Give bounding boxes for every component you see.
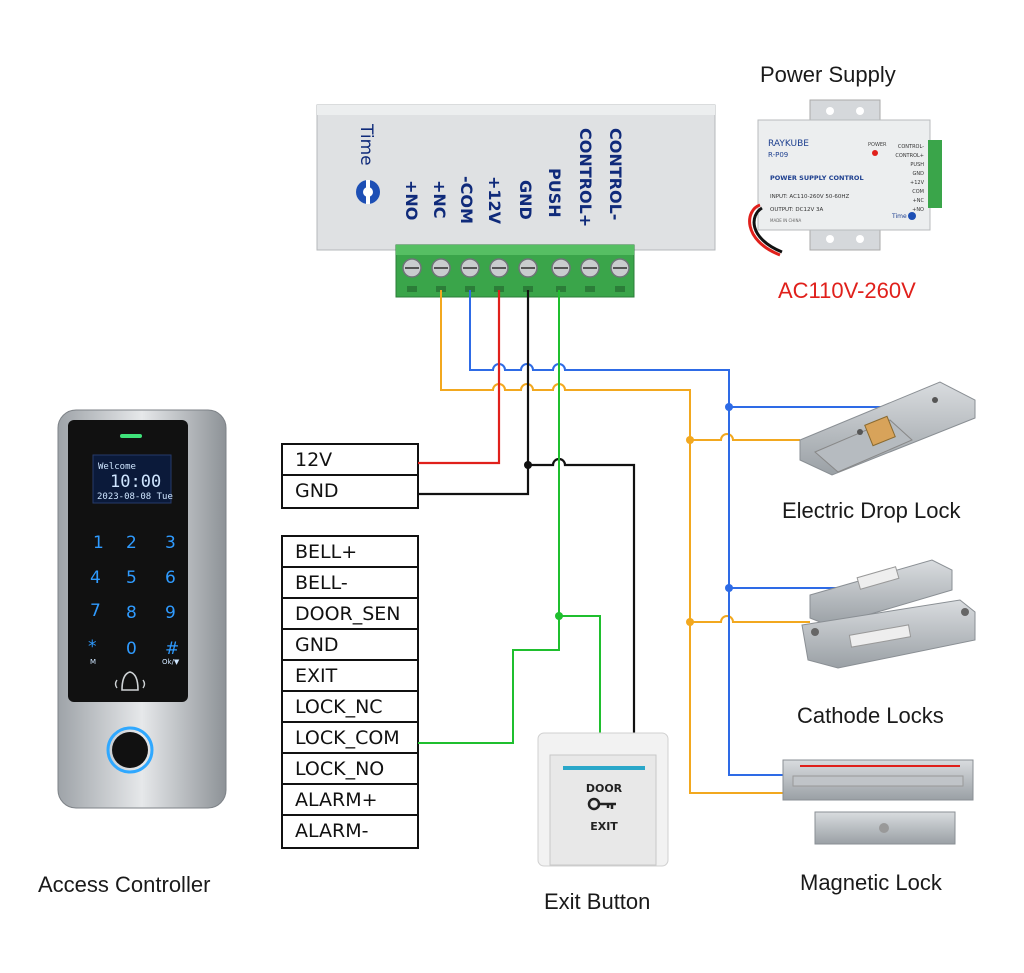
electric-drop-lock bbox=[799, 381, 976, 476]
terminal-label: CONTROL+ bbox=[576, 128, 595, 227]
key-icon bbox=[587, 797, 616, 811]
terminal-label: PUSH bbox=[910, 162, 924, 168]
model-text: R-P09 bbox=[768, 151, 788, 159]
table-row: BELL- bbox=[283, 568, 417, 599]
terminal-label: CONTROL- bbox=[606, 128, 625, 220]
table-row: GND bbox=[295, 480, 339, 502]
terminal-block bbox=[395, 244, 635, 298]
magnetic-lock bbox=[782, 759, 974, 845]
key-8[interactable]: 8 bbox=[126, 603, 137, 623]
table-row: 12V bbox=[283, 445, 417, 476]
electric-drop-lock-title: Electric Drop Lock bbox=[782, 498, 961, 523]
power-supply-title: Power Supply bbox=[760, 62, 896, 87]
exit-button[interactable]: DOOR EXIT bbox=[537, 732, 669, 867]
terminal-label: GND bbox=[913, 171, 925, 177]
keypad-keys: 1 2 3 4 5 6 7 8 9 * 0 # M Ok/▼ bbox=[88, 533, 180, 666]
terminal-label: +12V bbox=[910, 180, 925, 186]
terminal-label: GND bbox=[516, 180, 535, 220]
key-5[interactable]: 5 bbox=[126, 568, 137, 588]
power-terminal-table: 12V GND bbox=[281, 443, 419, 509]
key-hash-sub: Ok/▼ bbox=[162, 658, 180, 666]
table-row: LOCK_COM bbox=[283, 723, 417, 754]
key-6[interactable]: 6 bbox=[165, 568, 176, 588]
terminal-label: COM bbox=[912, 189, 924, 195]
terminal-label: +NO bbox=[912, 207, 924, 213]
exit-button-exit-text: EXIT bbox=[590, 820, 618, 833]
fingerprint-sensor-icon[interactable] bbox=[106, 726, 154, 774]
key-9[interactable]: 9 bbox=[165, 603, 176, 623]
terminal-label: +NC bbox=[430, 180, 449, 219]
time-label: Time bbox=[356, 123, 376, 166]
cathode-locks-title: Cathode Locks bbox=[797, 703, 944, 728]
key-3[interactable]: 3 bbox=[165, 533, 176, 553]
exit-button-title: Exit Button bbox=[544, 889, 651, 914]
exit-button-door-text: DOOR bbox=[586, 782, 623, 795]
wire-blue bbox=[469, 290, 885, 776]
controller-terminal-table: BELL+ BELL- DOOR_SEN GND EXIT LOCK_NC LO… bbox=[281, 535, 419, 849]
power-supply-photo: RAYKUBE R-P09 POWER POWER SUPPLY CONTROL… bbox=[748, 99, 942, 257]
key-star[interactable]: * bbox=[88, 637, 97, 657]
table-row: LOCK_NO bbox=[283, 754, 417, 785]
terminal-label: CONTROL+ bbox=[895, 153, 924, 159]
ac-input-label: AC110V-260V bbox=[778, 278, 916, 303]
cathode-lock-bottom bbox=[801, 599, 976, 669]
time-knob-icon bbox=[908, 212, 916, 220]
screen-date: 2023-08-08 Tue bbox=[97, 492, 173, 502]
terminal-label: CONTROL- bbox=[898, 144, 924, 150]
table-row: LOCK_NC bbox=[283, 692, 417, 723]
table-row: GND bbox=[283, 630, 417, 661]
made-in-text: MADE IN CHINA bbox=[770, 218, 801, 223]
wire-green bbox=[418, 290, 601, 744]
table-row: EXIT bbox=[283, 661, 417, 692]
table-row: BELL+ bbox=[283, 537, 417, 568]
key-2[interactable]: 2 bbox=[126, 533, 137, 553]
access-controller: Welcome 10:00 2023-08-08 Tue 1 2 3 4 5 6… bbox=[57, 409, 227, 809]
access-controller-title: Access Controller bbox=[38, 872, 211, 897]
key-0[interactable]: 0 bbox=[126, 639, 137, 659]
terminal-label: +NO bbox=[402, 180, 421, 220]
key-star-sub: M bbox=[90, 658, 96, 666]
key-hash[interactable]: # bbox=[165, 639, 179, 659]
terminal-label: PUSH bbox=[545, 168, 564, 218]
wire-red bbox=[418, 290, 501, 465]
terminal-label: +NC bbox=[913, 198, 925, 204]
time-knob-icon bbox=[356, 180, 380, 204]
magnetic-lock-title: Magnetic Lock bbox=[800, 870, 942, 895]
wire-junctions bbox=[524, 403, 733, 626]
screen-time: 10:00 bbox=[110, 472, 161, 492]
power-supply-box: Time +NO +NC -COM +12V GND PUSH CONTROL+… bbox=[316, 104, 716, 251]
input-spec: INPUT: AC110-260V 50-60HZ bbox=[770, 194, 850, 200]
wire-black bbox=[418, 290, 636, 738]
key-1[interactable]: 1 bbox=[93, 533, 104, 553]
bell-icon[interactable] bbox=[114, 671, 146, 691]
table-row: ALARM+ bbox=[283, 785, 417, 816]
table-row: DOOR_SEN bbox=[283, 599, 417, 630]
key-7[interactable]: 7 bbox=[90, 601, 101, 621]
output-spec: OUTPUT: DC12V 3A bbox=[770, 207, 823, 213]
terminal-label: +12V bbox=[485, 176, 504, 225]
screen-welcome: Welcome bbox=[98, 462, 136, 472]
product-text: POWER SUPPLY CONTROL bbox=[770, 174, 864, 182]
key-4[interactable]: 4 bbox=[90, 568, 101, 588]
power-led-label: POWER bbox=[868, 142, 887, 148]
cathode-lock-top bbox=[809, 559, 953, 627]
table-row: ALARM- bbox=[295, 820, 369, 842]
terminal-label: -COM bbox=[457, 176, 476, 224]
photo-time-label: Time bbox=[891, 213, 907, 220]
brand-text: RAYKUBE bbox=[768, 139, 809, 149]
